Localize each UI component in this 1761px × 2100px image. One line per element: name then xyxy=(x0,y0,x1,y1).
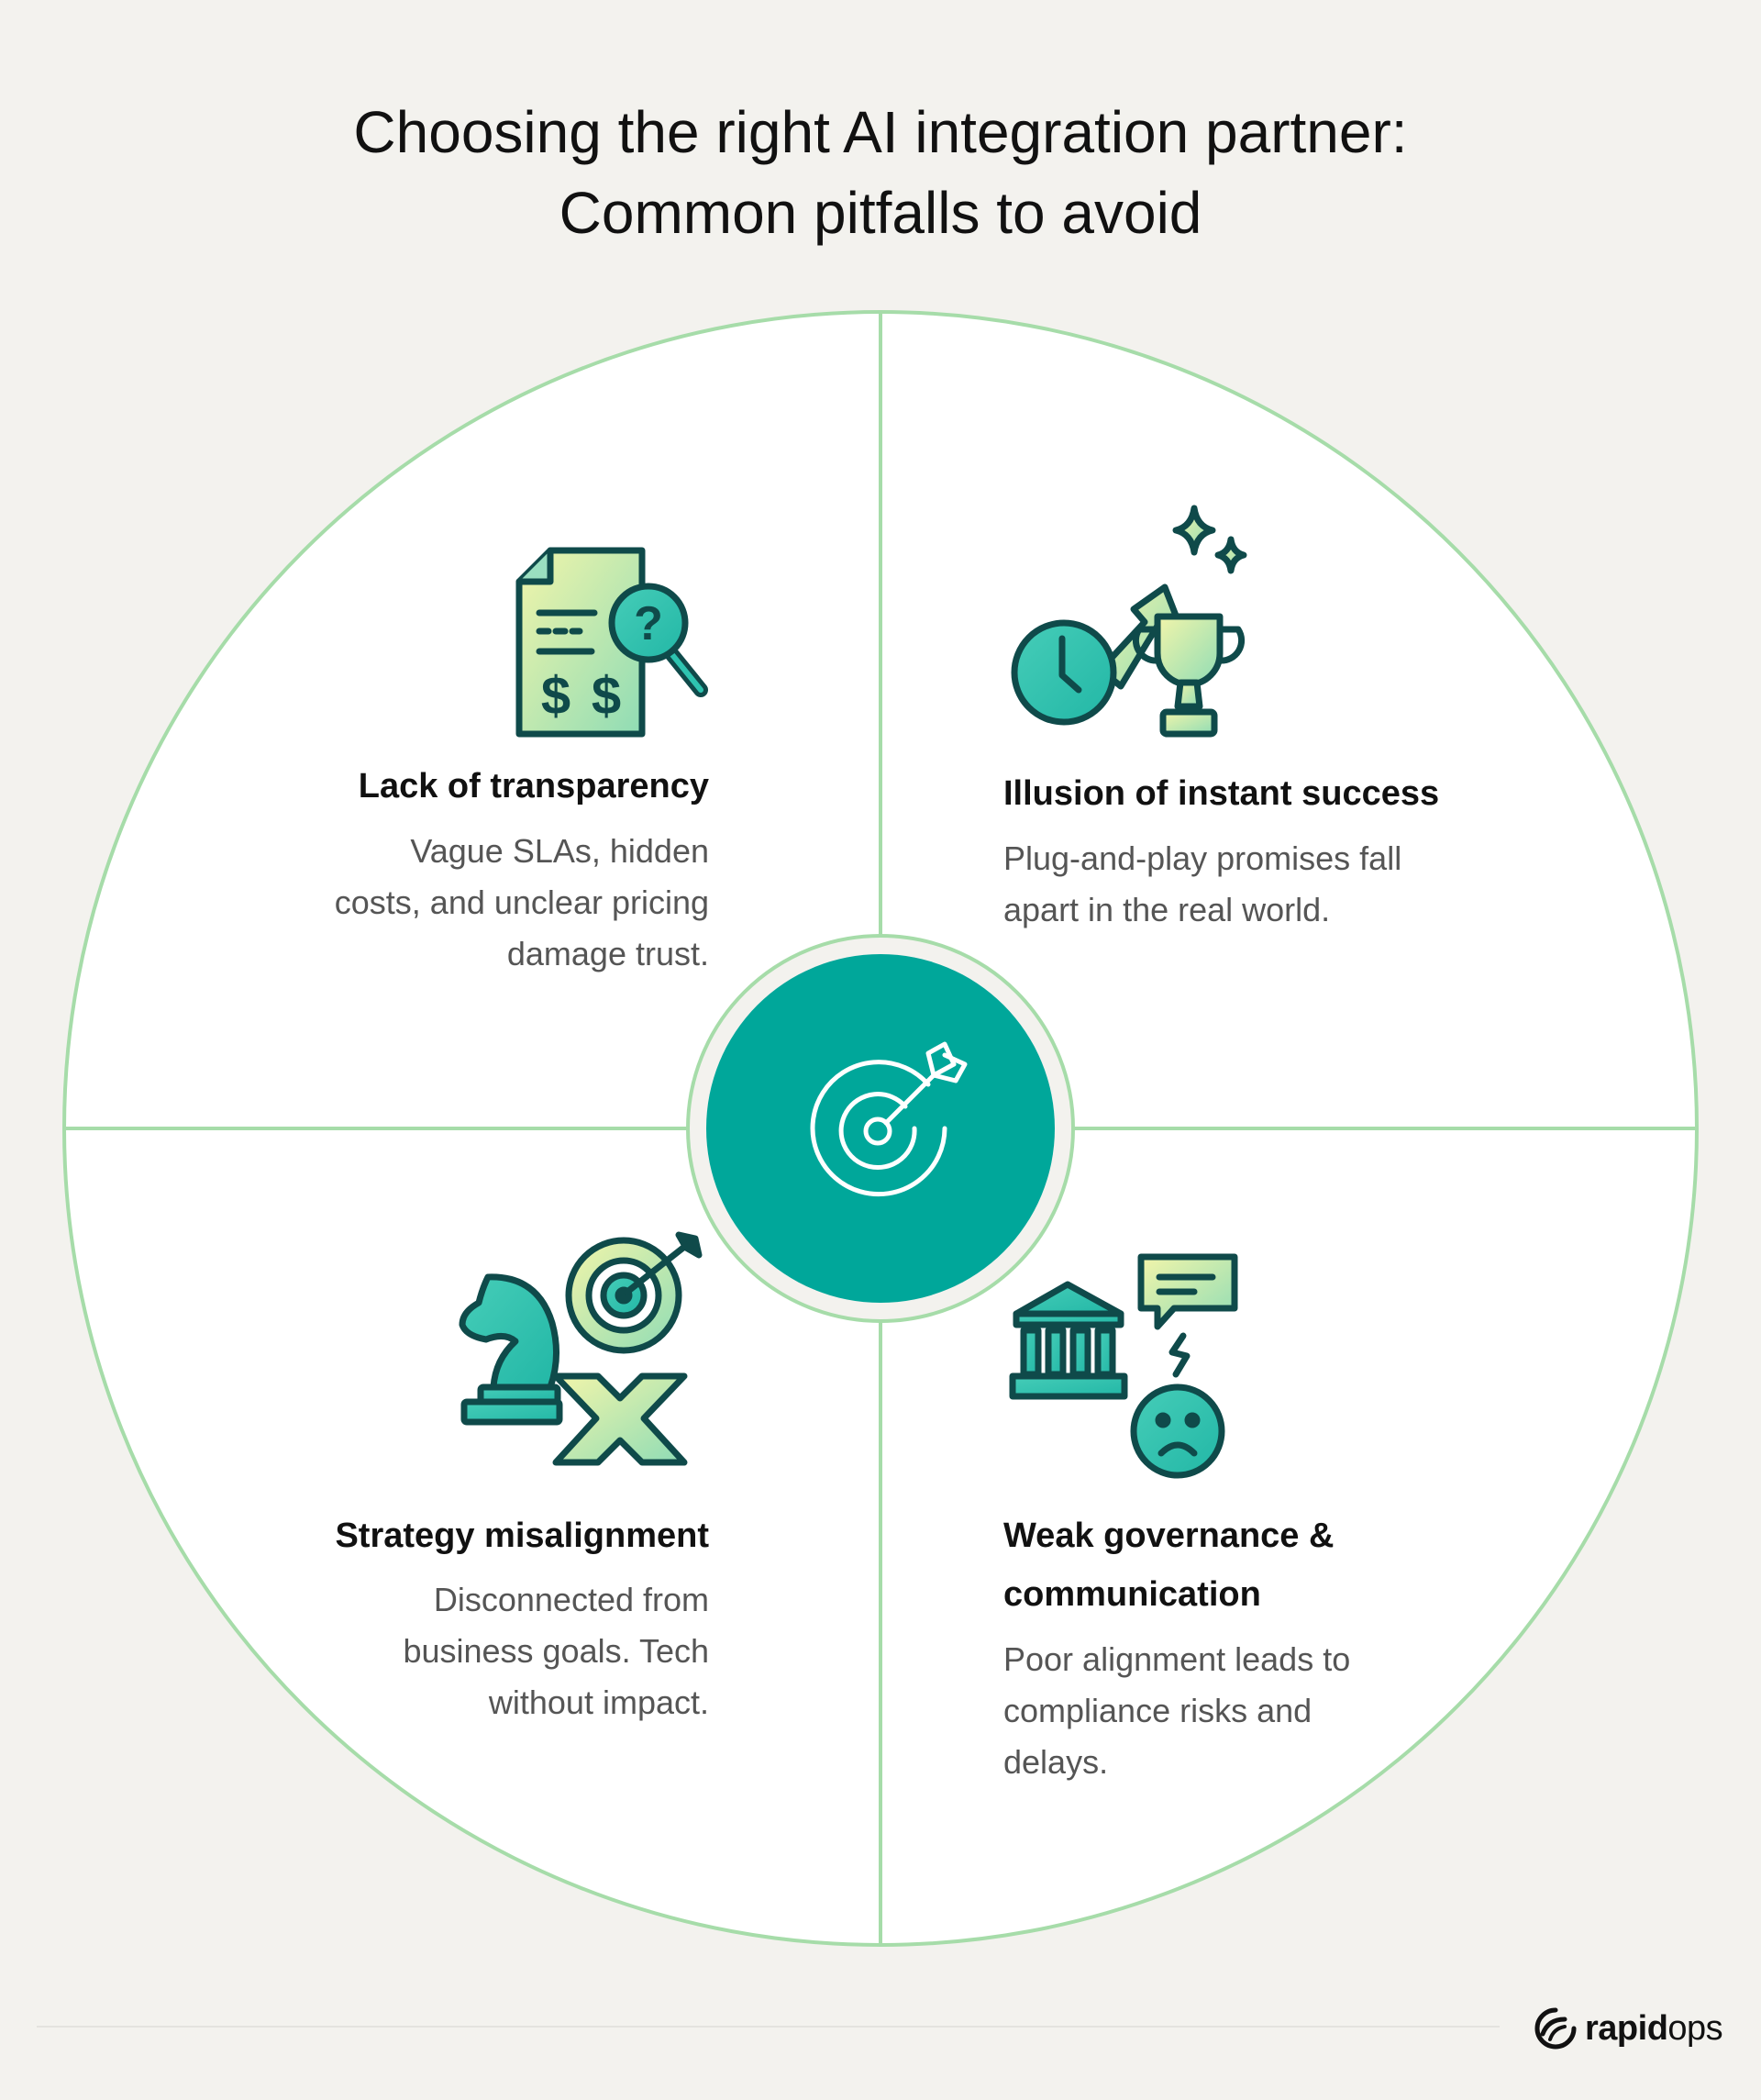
bank-chat-sad-face-icon xyxy=(1009,1253,1238,1479)
text-line: damage trust. xyxy=(506,935,709,972)
svg-text:?: ? xyxy=(634,597,663,650)
chess-knight-target-cross-icon xyxy=(459,1231,703,1466)
text-line: Vague SLAs, hidden xyxy=(410,832,709,870)
heading-line: communication xyxy=(1003,1575,1261,1614)
heading-lack-of-transparency: Lack of transparency xyxy=(358,767,709,806)
text-line: compliance risks and xyxy=(1003,1692,1312,1729)
svg-text:$: $ xyxy=(592,666,621,726)
heading-strategy-misalignment: Strategy misalignment xyxy=(335,1517,709,1555)
heading-illusion-of-instant-success: Illusion of instant success xyxy=(1003,774,1440,813)
text-line: apart in the real world. xyxy=(1003,891,1331,928)
logo-text: rapidops xyxy=(1585,2008,1723,2049)
text-line: Plug-and-play promises fall xyxy=(1003,839,1402,877)
text-line: delays. xyxy=(1003,1743,1109,1781)
text-line: Disconnected from xyxy=(433,1581,709,1618)
center-badge xyxy=(686,934,1075,1323)
logo-text-light: ops xyxy=(1667,2008,1723,2048)
text-line: costs, and unclear pricing xyxy=(334,883,709,921)
title-line-1: Choosing the right AI integration partne… xyxy=(353,99,1408,165)
svg-text:$: $ xyxy=(541,666,570,726)
title-line-2: Common pitfalls to avoid xyxy=(559,180,1202,246)
text-line: business goals. Tech xyxy=(403,1632,709,1670)
text-lack-of-transparency: Vague SLAs, hidden costs, and unclear pr… xyxy=(220,826,709,980)
heading-line: Weak governance & xyxy=(1003,1517,1335,1555)
page-title: Choosing the right AI integration partne… xyxy=(0,92,1761,253)
text-line: without impact. xyxy=(488,1683,709,1721)
rapidops-logo[interactable]: rapidops xyxy=(1534,2003,1723,2054)
logo-text-bold: rapid xyxy=(1585,2008,1668,2048)
target-arrow-icon xyxy=(810,1041,968,1197)
document-dollar-magnifier-icon: $ $ ? xyxy=(515,547,708,738)
text-weak-governance: Poor alignment leads to compliance risks… xyxy=(1003,1634,1517,1788)
text-strategy-misalignment: Disconnected from business goals. Tech w… xyxy=(220,1574,709,1728)
clock-trophy-arrow-icon xyxy=(1011,505,1247,738)
text-line: Poor alignment leads to xyxy=(1003,1640,1351,1678)
heading-weak-governance: Weak governance & communication xyxy=(1003,1506,1517,1624)
rapidops-logo-mark-icon xyxy=(1534,2007,1577,2050)
footer-divider xyxy=(37,2026,1500,2028)
text-illusion-of-instant-success: Plug-and-play promises fall apart in the… xyxy=(1003,833,1517,936)
